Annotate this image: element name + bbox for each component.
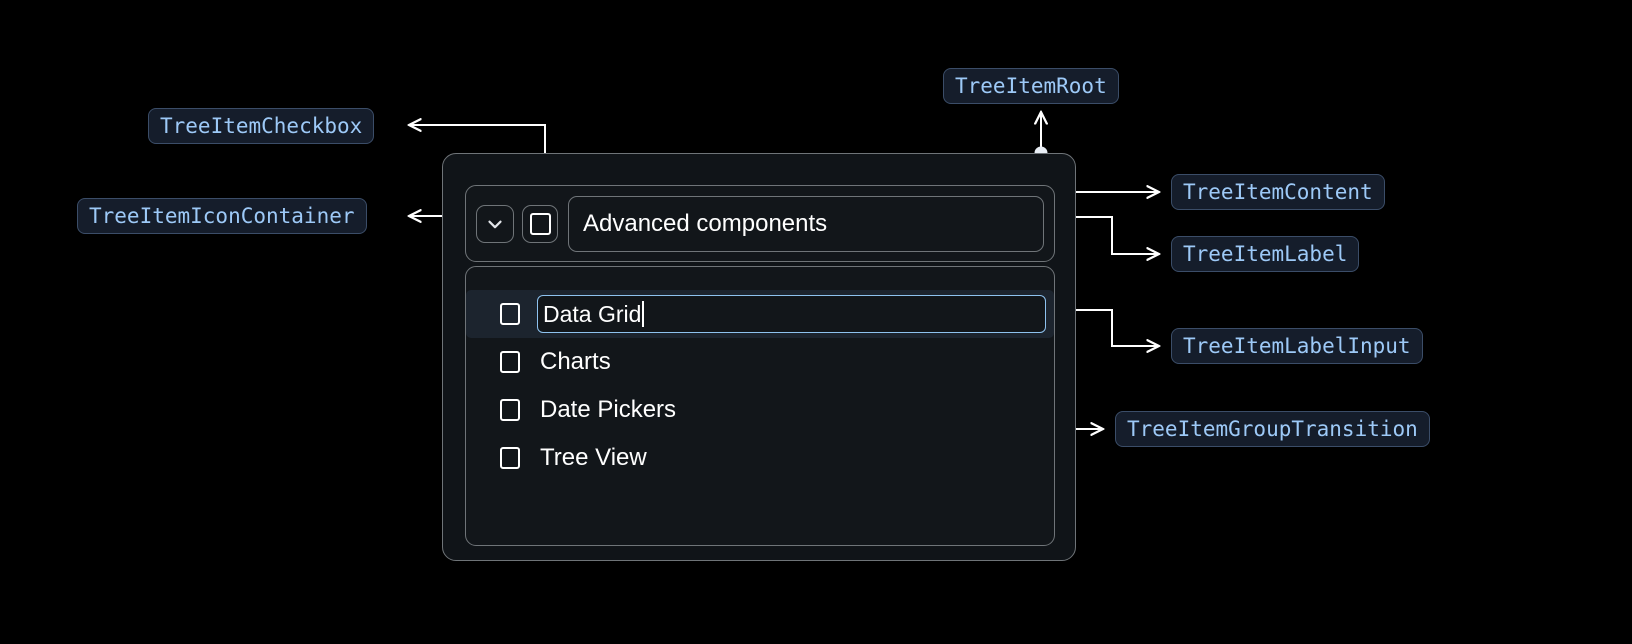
tree-item-root[interactable]: Advanced components Data Grid Charts Dat… (442, 153, 1076, 561)
tree-item-icon-container[interactable] (476, 204, 514, 243)
tree-item-label-text: Advanced components (583, 209, 828, 237)
badge-tree-item-icon-container: TreeItemIconContainer (77, 198, 367, 234)
tree-child-row-date-pickers[interactable]: Date Pickers (466, 386, 1054, 434)
badge-tree-item-checkbox: TreeItemCheckbox (148, 108, 375, 144)
tree-item-label[interactable]: Advanced components (568, 195, 1044, 252)
tree-child-checkbox-date-pickers[interactable] (500, 399, 520, 421)
badge-tree-item-label-input: TreeItemLabelInput (1171, 328, 1423, 364)
tree-item-group-transition: Data Grid Charts Date Pickers Tree View (465, 266, 1055, 546)
checkbox-unchecked-icon (529, 212, 551, 235)
tree-child-row-tree-view[interactable]: Tree View (466, 434, 1054, 482)
tree-child-label-charts: Charts (540, 348, 611, 375)
tree-child-checkbox-charts[interactable] (500, 351, 520, 373)
tree-child-checkbox-data-grid[interactable] (500, 303, 520, 325)
badge-tree-item-label: TreeItemLabel (1171, 236, 1360, 272)
badge-tree-item-root: TreeItemRoot (943, 68, 1119, 104)
tree-child-label-tree-view: Tree View (540, 444, 647, 471)
tree-item-label-input[interactable]: Data Grid (537, 295, 1046, 333)
tree-child-row-data-grid[interactable]: Data Grid (466, 290, 1054, 338)
badge-tree-item-content: TreeItemContent (1171, 174, 1385, 210)
badge-tree-item-group-transition: TreeItemGroupTransition (1115, 411, 1430, 447)
tree-child-label-date-pickers: Date Pickers (540, 396, 677, 423)
tree-child-checkbox-tree-view[interactable] (500, 447, 520, 469)
tree-item-label-input-value: Data Grid (543, 300, 642, 327)
tree-item-content[interactable]: Advanced components (465, 185, 1055, 262)
text-caret (642, 301, 644, 327)
chevron-down-icon (484, 213, 506, 235)
tree-child-row-charts[interactable]: Charts (466, 338, 1054, 386)
tree-item-checkbox[interactable] (522, 204, 558, 243)
